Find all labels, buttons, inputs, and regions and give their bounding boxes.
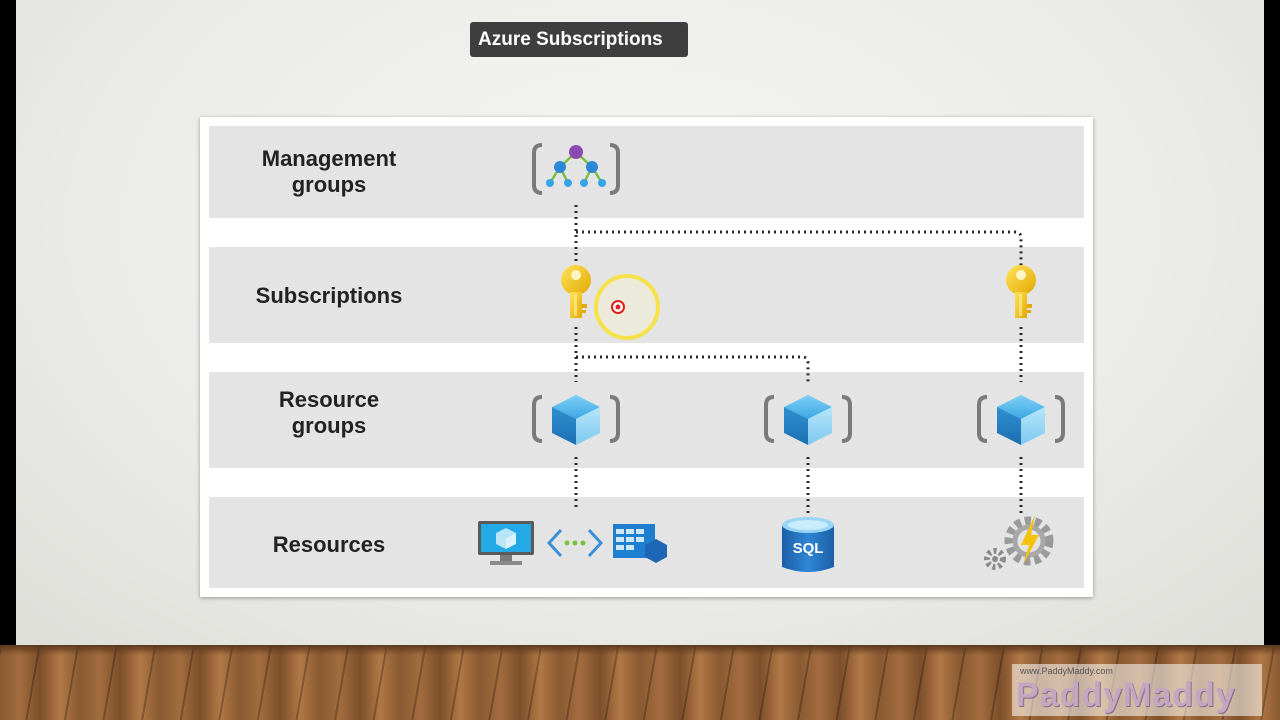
azure-hierarchy-diagram: Management groups Subscriptions Resource… <box>200 117 1093 597</box>
resource-group-cube-icon <box>532 393 620 447</box>
label-subscriptions: Subscriptions <box>255 283 403 308</box>
sql-database-icon: SQL <box>782 517 834 572</box>
management-group-icon <box>532 143 620 195</box>
watermark: www.PaddyMaddy.com PaddyMaddy <box>1012 664 1262 716</box>
pointer-highlight-icon <box>594 274 660 340</box>
label-management-groups-line2: groups <box>291 172 367 197</box>
line-sub1-to-rg2 <box>576 355 810 382</box>
watermark-brand: PaddyMaddy <box>1016 676 1236 714</box>
floor-shadow <box>0 645 1280 655</box>
function-app-gear-icon <box>984 515 1054 570</box>
label-resource-groups-line2: groups <box>291 413 367 438</box>
label-resources: Resources <box>272 532 386 557</box>
key-icon <box>561 265 591 318</box>
key-icon <box>1006 265 1036 318</box>
label-resource-groups: Resource groups <box>209 387 449 439</box>
label-resource-groups-line1: Resource <box>278 387 380 412</box>
band-subscriptions: Subscriptions <box>209 247 1084 343</box>
storage-table-icon <box>613 524 667 563</box>
resource-group-cube-icon <box>764 393 852 447</box>
screen-edge-right <box>1264 0 1280 645</box>
screen-edge-left <box>0 0 16 645</box>
virtual-network-icon <box>546 528 604 558</box>
sql-label: SQL <box>793 540 824 557</box>
label-management-groups: Management groups <box>209 146 449 198</box>
slide-title: Azure Subscriptions <box>470 22 688 57</box>
band-management-groups: Management groups <box>209 126 1084 218</box>
line-mg-to-sub2 <box>576 230 1023 267</box>
virtual-machine-icon <box>478 521 534 565</box>
watermark-url: www.PaddyMaddy.com <box>1020 666 1113 676</box>
diagram-graphics: SQL <box>478 143 1065 572</box>
connector-lines <box>574 205 1023 515</box>
resource-group-cube-icon <box>977 393 1065 447</box>
label-management-groups-line1: Management <box>261 146 397 171</box>
band-resource-groups: Resource groups <box>209 372 1084 468</box>
